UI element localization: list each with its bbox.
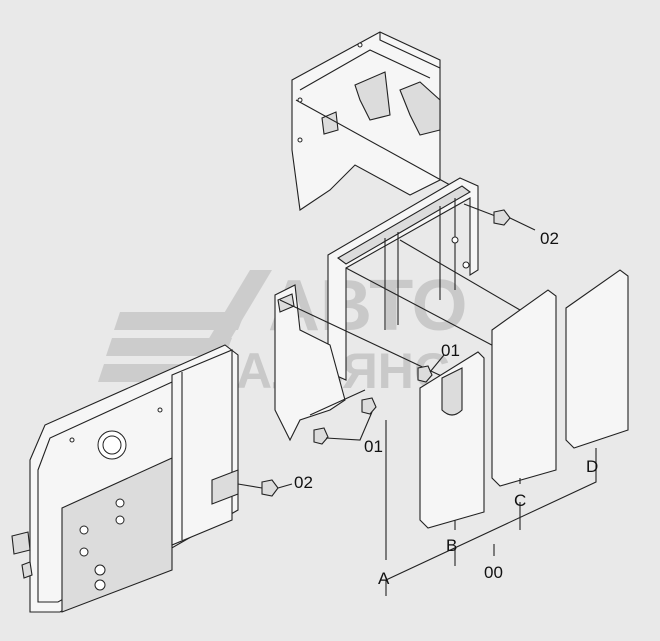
callout-02-left: 02 bbox=[294, 473, 313, 492]
pad-d bbox=[565, 269, 629, 449]
bolt-01-upper bbox=[417, 354, 445, 383]
inner-bracket-plate bbox=[274, 284, 451, 442]
bolt-02-top bbox=[463, 203, 536, 231]
callout-b: B bbox=[446, 536, 457, 555]
callout-d: D bbox=[586, 457, 598, 476]
callout-c: C bbox=[514, 491, 526, 510]
callout-01-upper: 01 bbox=[441, 341, 460, 360]
callout-01-lower: 01 bbox=[364, 437, 383, 456]
pad-c bbox=[491, 289, 557, 487]
frame-assembly bbox=[327, 177, 521, 381]
pad-b bbox=[419, 351, 485, 529]
callout-00: 00 bbox=[484, 563, 503, 582]
callout-02-top: 02 bbox=[540, 229, 559, 248]
leader-lines bbox=[385, 420, 597, 596]
top-bracket-panel bbox=[291, 31, 451, 211]
callout-a: A bbox=[378, 569, 390, 588]
bolt-02-left bbox=[237, 479, 293, 497]
bolt-01-lower bbox=[313, 397, 377, 445]
side-panel-large bbox=[11, 344, 239, 613]
